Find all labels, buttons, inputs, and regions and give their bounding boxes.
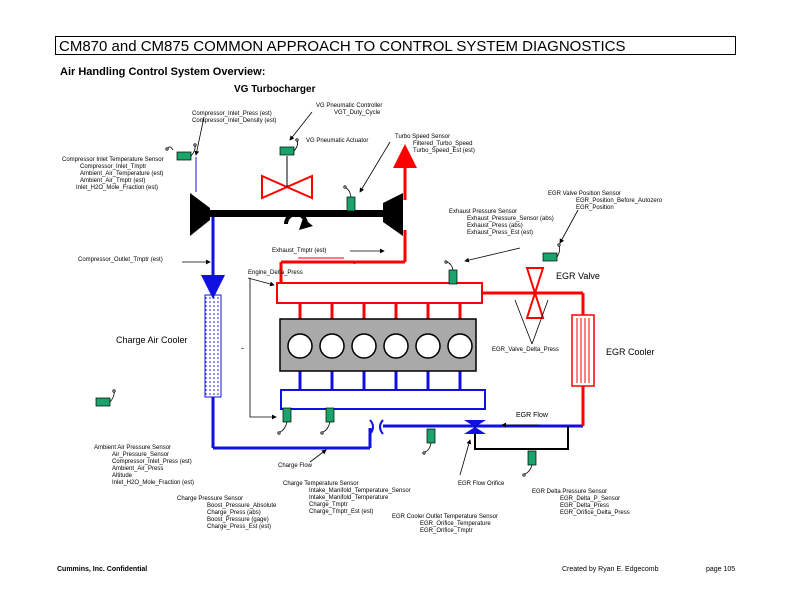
cylinder-1	[287, 333, 313, 359]
exhaust-pressure-sensor	[448, 269, 458, 285]
label-charge-flow: Charge Flow	[278, 463, 313, 469]
label-charge-air-cooler: Charge Air Cooler	[116, 335, 188, 345]
label-egr-flow-orifice: EGR Flow Orifice	[458, 481, 505, 487]
label-charge-temperature-sensor: Charge Temperature Sensor Intake_Manifol…	[283, 481, 411, 515]
footer-author: Created by Ryan E. Edgecomb	[562, 566, 659, 573]
egr-outlet-temp-sensor	[426, 428, 436, 444]
exhaust-manifold	[276, 282, 483, 304]
label-compressor-inlet-press: Compressor_Inlet_Press (est) Compressor_…	[192, 111, 277, 124]
label-turbo-speed-sensor: Turbo Speed Sensor Filtered_Turbo_Speed …	[395, 134, 475, 154]
label-egr-flow: EGR Flow	[516, 412, 548, 419]
charge-air-cooler	[204, 294, 222, 398]
ambient-pressure-sensor	[95, 397, 111, 407]
label-compressor-inlet-temp-sensor: Compressor Inlet Temperature Sensor Comp…	[62, 157, 164, 191]
label-ambient-air-pressure-sensor: Ambient Air Pressure Sensor Air_Pressure…	[94, 445, 195, 486]
footer-page-number: page 105	[706, 566, 736, 573]
cylinder-4	[383, 333, 409, 359]
egr-cooler	[571, 314, 595, 387]
cylinders	[287, 333, 473, 359]
charge-temp-sensor	[325, 407, 335, 423]
egr-return-line	[474, 426, 569, 450]
label-charge-pressure-sensor: Charge Pressure Sensor Boost_Pressure_Ab…	[177, 496, 277, 530]
label-exhaust-pressure-sensor: Exhaust Pressure Sensor Exhaust_Pressure…	[449, 209, 554, 236]
sensor-wires	[109, 138, 561, 477]
label-vg-pneumatic-controller: VG Pneumatic Controller VGT_Duty_Cycle	[316, 103, 383, 116]
charge-flow-orifice	[369, 419, 384, 435]
label-egr-valve-delta-press: EGR_Valve_Delta_Press	[492, 347, 559, 353]
intake-manifold	[280, 389, 486, 410]
compressor-inlet-sensor	[176, 151, 192, 161]
vg-controller-sensor	[279, 146, 295, 156]
egr-valve	[525, 267, 545, 319]
charge-pressure-sensor	[282, 407, 292, 423]
turbine-wheel	[383, 193, 403, 236]
label-egr-valve-position-sensor: EGR Valve Position Sensor EGR_Position_B…	[548, 191, 663, 211]
page-header: CM870 and CM875 COMMON APPROACH TO CONTR…	[55, 36, 736, 55]
label-vg-pneumatic-actuator: VG Pneumatic Actuator	[306, 138, 369, 144]
label-compressor-outlet-tmptr: Compressor_Outlet_Tmptr (est)	[78, 257, 163, 263]
vg-turbocharger-title: VG Turbocharger	[234, 84, 316, 95]
minus-sign-intake: -	[241, 343, 244, 353]
label-egr-cooler: EGR Cooler	[606, 347, 655, 357]
label-egr-delta-pressure-sensor: EGR Delta Pressure Sensor EGR_Delta_P_Se…	[532, 489, 630, 516]
egr-position-sensor	[542, 252, 558, 262]
cylinder-2	[319, 333, 345, 359]
cylinder-3	[351, 333, 377, 359]
label-exhaust-tmptr: Exhaust_Tmptr (est)	[272, 248, 327, 254]
compressor-wheel	[190, 193, 210, 236]
label-egr-cooler-outlet-temp-sensor: EGR Cooler Outlet Temperature Sensor EGR…	[392, 514, 498, 534]
footer-confidential: Cummins, Inc. Confidential	[57, 566, 148, 573]
label-egr-valve: EGR Valve	[556, 271, 600, 281]
cylinder-5	[415, 333, 441, 359]
turbo-speed-sensor	[346, 196, 356, 212]
egr-delta-pressure-sensor	[527, 450, 537, 466]
egr-flow-orifice	[464, 420, 486, 434]
label-engine-delta-press: Engine_Delta_Press	[248, 270, 303, 276]
cylinder-6	[447, 333, 473, 359]
minus-sign-exhaust: -	[353, 258, 356, 268]
section-title: Air Handling Control System Overview:	[60, 66, 266, 78]
